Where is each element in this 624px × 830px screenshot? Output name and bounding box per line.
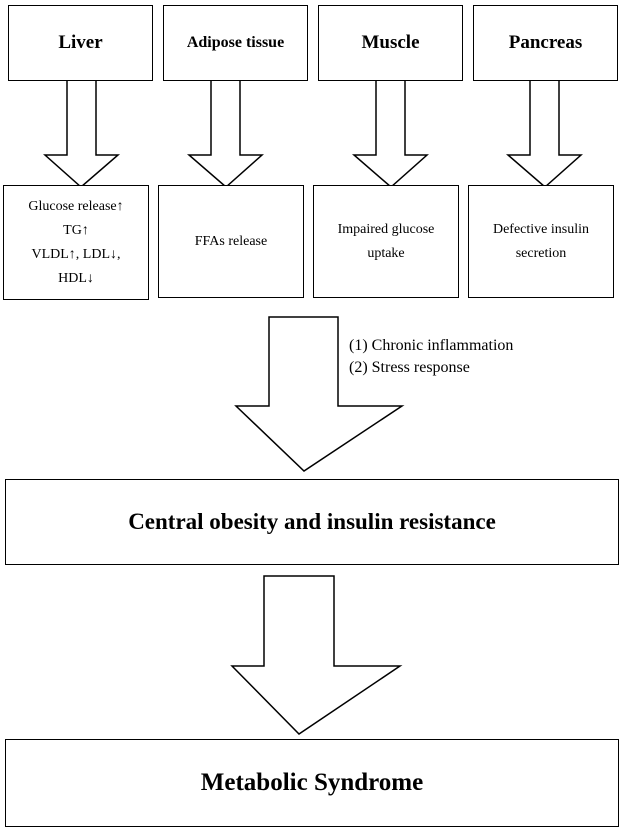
organ-label-liver: Liver <box>58 32 103 53</box>
effect-box-muscle: Impaired glucose uptake <box>313 185 459 298</box>
effect-line: Impaired glucose <box>337 221 435 237</box>
arrow-liver <box>43 79 121 188</box>
effect-line: uptake <box>367 245 405 261</box>
effect-text-pancreas: Defective insulin secretion <box>493 218 589 266</box>
final-label: Metabolic Syndrome <box>200 769 424 796</box>
effect-line: HDL↓ <box>58 270 94 286</box>
effect-text-muscle: Impaired glucose uptake <box>338 218 435 266</box>
organ-label-pancreas: Pancreas <box>508 32 583 53</box>
arrow-to-final <box>230 575 403 735</box>
organ-box-pancreas: Pancreas <box>473 5 618 81</box>
mechanism-item: (1) Chronic inflammation <box>349 337 514 354</box>
arrow-pancreas <box>505 79 583 188</box>
central-box: Central obesity and insulin resistance <box>5 479 619 565</box>
organ-box-muscle: Muscle <box>318 5 463 81</box>
effect-line: TG↑ <box>63 222 89 238</box>
effect-line: Glucose release↑ <box>28 198 124 214</box>
effect-text-liver: Glucose release↑ TG↑ VLDL↑, LDL↓, HDL↓ <box>28 195 123 291</box>
effect-text-adipose: FFAs release <box>195 230 267 254</box>
mechanism-list: (1) Chronic inflammation (2) Stress resp… <box>349 335 513 379</box>
effect-line: secretion <box>515 245 567 261</box>
arrow-muscle <box>351 79 429 188</box>
effect-box-adipose: FFAs release <box>158 185 304 298</box>
effect-box-pancreas: Defective insulin secretion <box>468 185 614 298</box>
organ-box-adipose: Adipose tissue <box>163 5 308 81</box>
mechanism-item: (2) Stress response <box>349 359 470 376</box>
final-box: Metabolic Syndrome <box>5 739 619 827</box>
effect-line: Defective insulin <box>492 221 590 237</box>
organ-label-adipose: Adipose tissue <box>186 34 285 51</box>
organ-label-muscle: Muscle <box>361 32 420 53</box>
arrow-adipose <box>186 79 264 188</box>
effect-box-liver: Glucose release↑ TG↑ VLDL↑, LDL↓, HDL↓ <box>3 185 149 300</box>
effect-line: VLDL↑, LDL↓, <box>31 246 121 262</box>
organ-box-liver: Liver <box>8 5 153 81</box>
effect-line: FFAs release <box>194 233 268 249</box>
central-label: Central obesity and insulin resistance <box>128 509 496 534</box>
arrow-to-central <box>234 316 405 472</box>
